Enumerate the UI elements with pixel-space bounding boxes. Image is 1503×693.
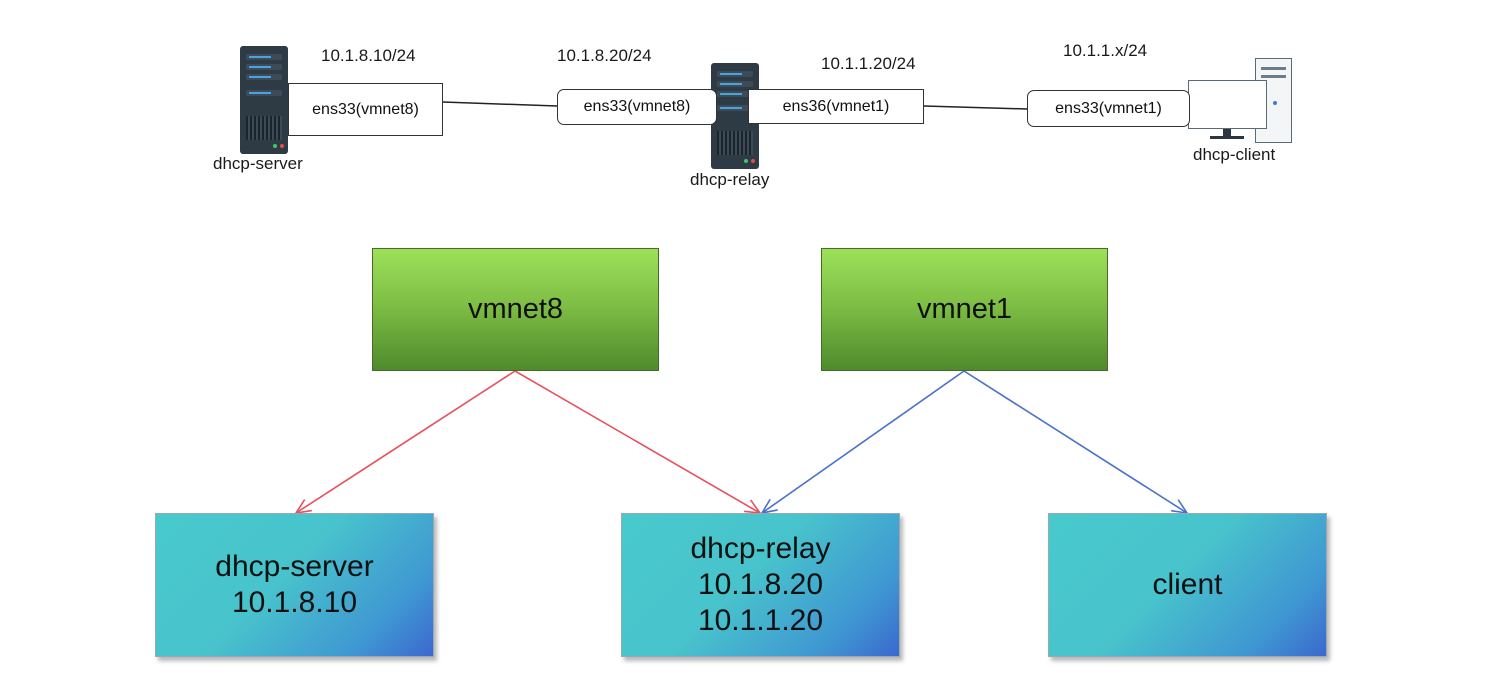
host-line: dhcp-relay — [690, 532, 831, 565]
vmnet1-arrow-to-relay — [760, 370, 965, 515]
arrow-line — [963, 370, 1188, 514]
relay-ip-left-label: 10.1.8.20/24 — [557, 46, 652, 65]
client-monitor-base — [1210, 136, 1244, 139]
relay-device-label: dhcp-relay — [690, 170, 770, 189]
link-server-relay — [442, 101, 558, 107]
client-host-box: client — [1048, 513, 1327, 657]
vmnet1-network-box: vmnet1 — [821, 248, 1108, 371]
host-line: 10.1.1.20 — [697, 604, 824, 637]
host-line: dhcp-server — [215, 550, 374, 583]
arrow-line — [514, 370, 761, 514]
relay-iface-right-label: ens36(vmnet1) — [782, 97, 890, 115]
server-iface-box: ens33(vmnet8) — [288, 83, 443, 136]
server-ip-label: 10.1.8.10/24 — [321, 46, 416, 65]
vmnet8-arrow-to-server — [294, 370, 516, 515]
client-iface-label: ens33(vmnet1) — [1055, 99, 1162, 117]
vmnet8-network-box: vmnet8 — [372, 248, 659, 371]
server-device-label: dhcp-server — [213, 154, 303, 173]
client-monitor-stand — [1223, 129, 1231, 137]
relay-iface-right-box: ens36(vmnet1) — [748, 89, 924, 124]
client-monitor-icon — [1188, 80, 1267, 129]
server-tower-icon — [240, 46, 288, 154]
dhcp-relay-host-box: dhcp-relay 10.1.8.20 10.1.1.20 — [621, 513, 900, 657]
host-line: client — [1152, 568, 1223, 601]
vmnet8-arrow-to-relay — [514, 370, 762, 514]
relay-ip-right-label: 10.1.1.20/24 — [821, 54, 916, 73]
relay-iface-left-box: ens33(vmnet8) — [557, 89, 717, 125]
client-iface-box: ens33(vmnet1) — [1027, 90, 1190, 127]
server-iface-label: ens33(vmnet8) — [312, 100, 419, 118]
link-relay-client — [923, 105, 1028, 110]
vmnet1-arrow-to-client — [963, 370, 1189, 515]
client-ip-label: 10.1.1.x/24 — [1063, 41, 1148, 60]
arrow-line — [295, 370, 516, 514]
client-device-label: dhcp-client — [1193, 145, 1276, 164]
host-line: 10.1.8.20 — [697, 568, 824, 601]
host-line: 10.1.8.10 — [231, 586, 358, 619]
relay-iface-left-label: ens33(vmnet8) — [583, 98, 691, 115]
vmnet8-label: vmnet8 — [467, 293, 564, 325]
vmnet1-label: vmnet1 — [916, 293, 1013, 325]
dhcp-server-host-box: dhcp-server 10.1.8.10 — [155, 513, 434, 657]
arrow-head — [744, 499, 762, 514]
topology-links — [442, 101, 1028, 110]
arrow-line — [761, 370, 965, 514]
